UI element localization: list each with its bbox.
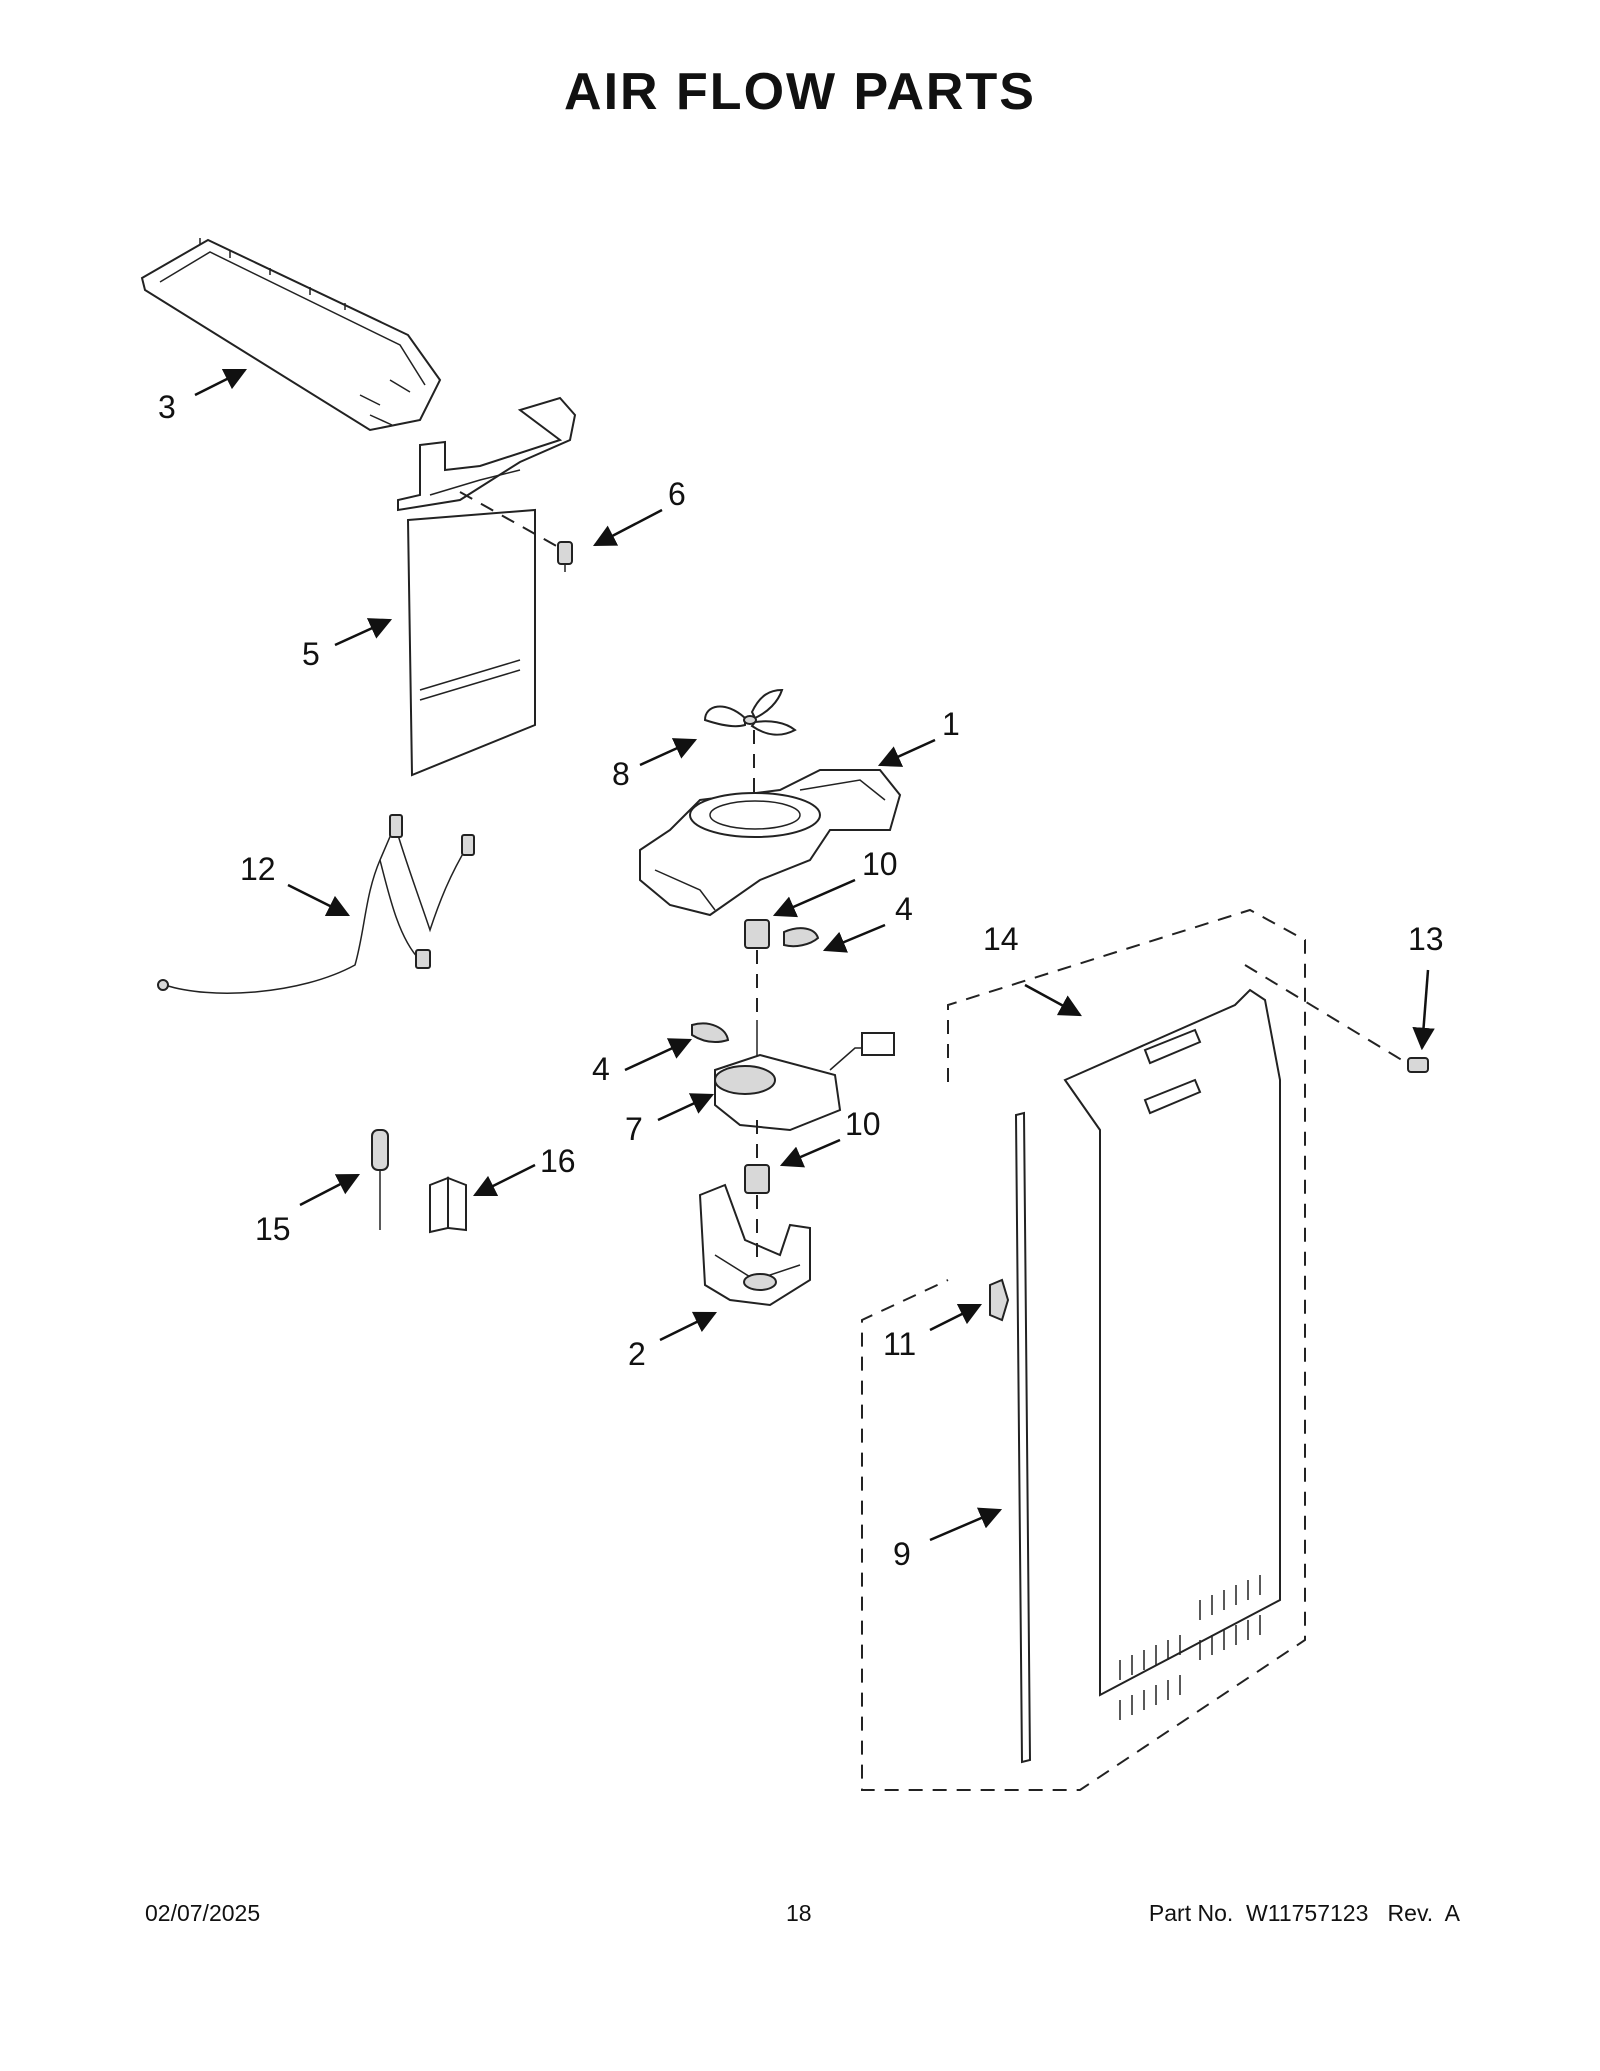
part-11-clip: [989, 1278, 1010, 1322]
callout-5: 5: [302, 636, 320, 672]
part-10-upper-bushing: [744, 919, 770, 1020]
footer-part-number: Part No. W11757123 Rev. A: [1148, 1900, 1460, 1926]
part-8-fan-blade: [703, 688, 797, 800]
callout-1: 1: [942, 706, 960, 742]
callout-8: 8: [612, 756, 630, 792]
part-7-fan-motor: [714, 1020, 895, 1132]
callout-11: 11: [883, 1326, 916, 1362]
part-13-screw: [1244, 964, 1429, 1073]
callout-13: 13: [1408, 921, 1444, 957]
callout-14: 14: [983, 921, 1019, 957]
footer-page-number: 18: [786, 1900, 812, 1926]
part-9-gasket-strip: [1014, 1111, 1032, 1764]
vent-slots: [1119, 1575, 1261, 1720]
part-16-clip: [429, 1176, 467, 1234]
part-6-screw: [459, 491, 573, 572]
callout-arrows: [194, 368, 1435, 1542]
part-4-lower-grommet: [691, 1022, 730, 1044]
part-14-rear-panel: [861, 908, 1306, 1791]
part-2-motor-bracket: [698, 1183, 811, 1307]
callout-10-lower: 10: [845, 1106, 881, 1142]
callout-12: 12: [240, 851, 276, 887]
part-4-upper-grommet: [783, 927, 820, 948]
callout-6: 6: [668, 476, 686, 512]
part-10-lower-bushing: [744, 1120, 770, 1194]
part-12-wire-harness: [157, 814, 475, 994]
part-3-duct-tray: [140, 238, 442, 432]
part-5-air-diffuser: [397, 396, 577, 777]
callout-10-upper: 10: [862, 846, 898, 882]
page-title: AIR FLOW PARTS: [564, 63, 1036, 121]
callout-4-upper: 4: [895, 891, 913, 927]
callout-3: 3: [158, 389, 176, 425]
callout-4-lower: 4: [592, 1051, 610, 1087]
callout-9: 9: [893, 1536, 911, 1572]
part-15-thermistor: [371, 1129, 389, 1230]
callout-7: 7: [625, 1111, 643, 1147]
callout-15: 15: [255, 1211, 291, 1247]
part-1-fan-housing: [639, 769, 902, 917]
callout-16: 16: [540, 1143, 576, 1179]
callout-2: 2: [628, 1336, 646, 1372]
footer-date: 02/07/2025: [145, 1900, 261, 1926]
